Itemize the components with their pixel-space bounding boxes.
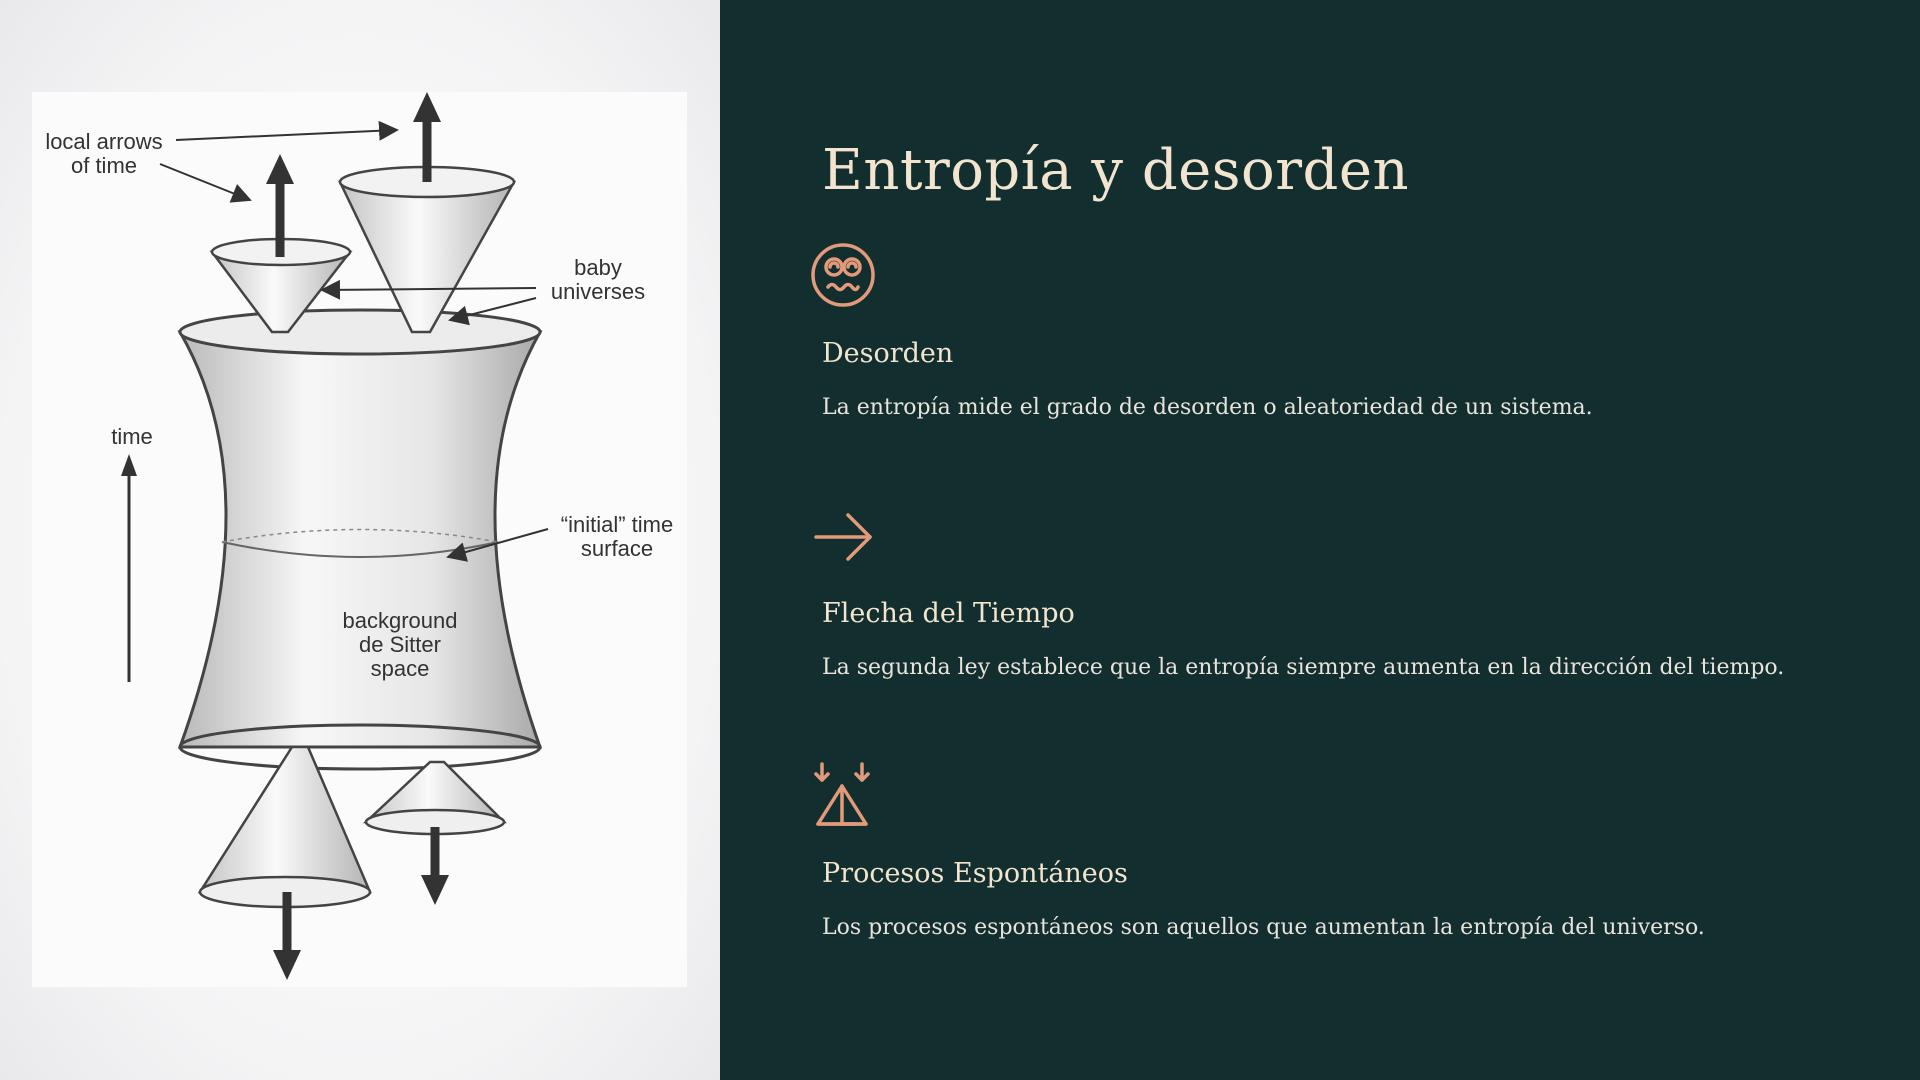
feature-description: La segunda ley establece que la entropía… — [822, 655, 1785, 680]
image-panel: local arrows of time baby universes time… — [0, 0, 720, 1080]
de-sitter-body — [177, 330, 543, 749]
label-local-arrows: local arrows — [45, 129, 162, 154]
arrow-right-icon — [808, 500, 878, 570]
collapsing-tent-icon — [808, 760, 878, 830]
feature-heading: Flecha del Tiempo — [822, 598, 1075, 629]
feature-description: Los procesos espontáneos son aquellos qu… — [822, 915, 1705, 940]
feature-desorden: Desorden La entropía mide el grado de de… — [808, 240, 1908, 420]
label-background: background — [343, 608, 458, 633]
label-of-time: of time — [71, 153, 137, 178]
feature-heading: Desorden — [822, 338, 954, 369]
label-initial-time: “initial” time — [561, 512, 673, 537]
label-time: time — [111, 424, 153, 449]
feature-flecha-del-tiempo: Flecha del Tiempo La segunda ley estable… — [808, 500, 1908, 680]
label-baby: baby — [574, 255, 622, 280]
feature-description: La entropía mide el grado de desorden o … — [822, 395, 1593, 420]
label-universes: universes — [551, 279, 645, 304]
dizzy-face-icon — [808, 240, 878, 310]
de-sitter-diagram: local arrows of time baby universes time… — [32, 92, 687, 987]
slide-title: Entropía y desorden — [822, 138, 1410, 203]
label-de-sitter: de Sitter — [359, 632, 441, 657]
feature-heading: Procesos Espontáneos — [822, 858, 1128, 889]
content-panel: Entropía y desorden Desorden La entropía… — [720, 0, 1920, 1080]
label-surface: surface — [581, 536, 653, 561]
feature-procesos-espontaneos: Procesos Espontáneos Los procesos espont… — [808, 760, 1908, 940]
label-space: space — [371, 656, 430, 681]
